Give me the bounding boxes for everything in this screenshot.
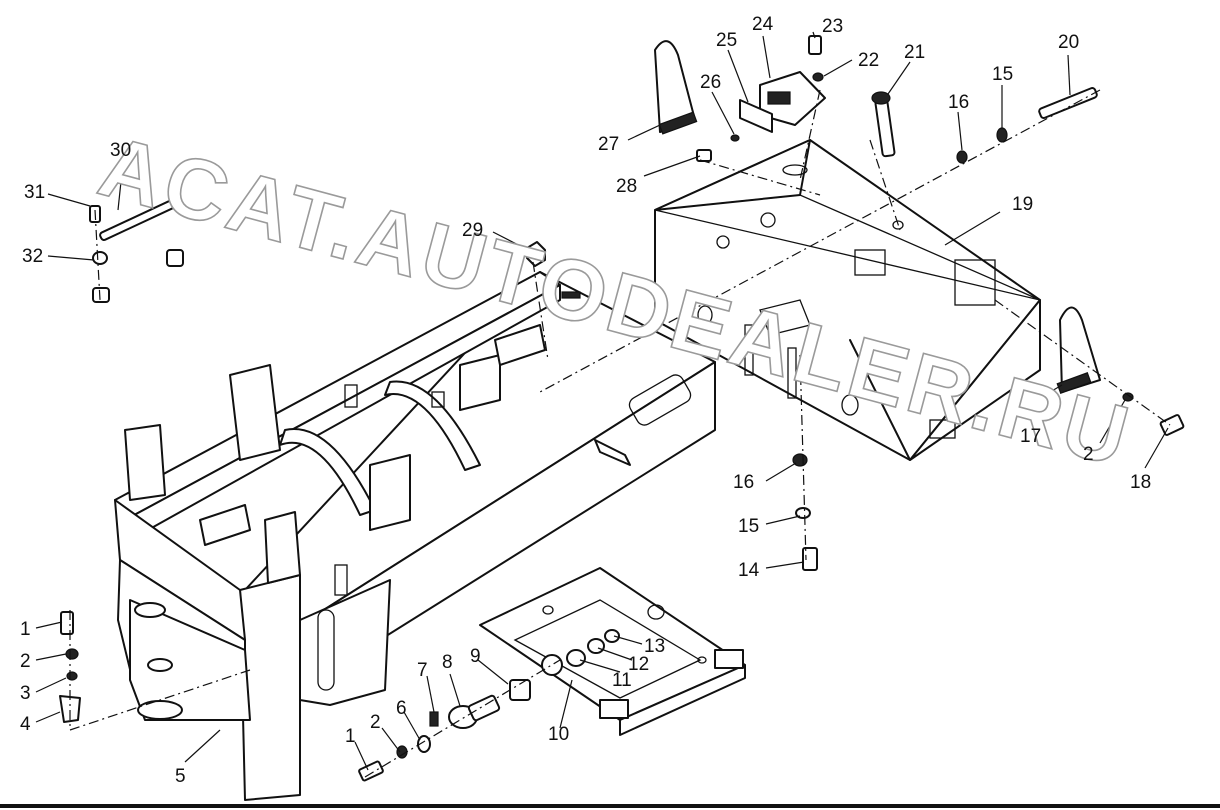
callout-13: 13 — [644, 636, 665, 657]
callout-19: 19 — [1012, 194, 1033, 215]
callout-3: 3 — [20, 683, 31, 704]
callout-28: 28 — [616, 176, 637, 197]
callout-20: 20 — [1058, 32, 1079, 53]
main-frame — [114, 271, 716, 801]
callout-5: 5 — [175, 766, 186, 787]
callout-24: 24 — [752, 14, 774, 35]
callout-labels: 1 2 3 4 5 6 7 8 9 10 11 12 13 14 15 16 1… — [20, 14, 1151, 787]
callout-1-front: 1 — [345, 726, 356, 747]
callout-2-front: 2 — [370, 712, 381, 733]
callout-12: 12 — [628, 654, 649, 675]
callout-31: 31 — [24, 182, 45, 203]
callout-1: 1 — [20, 619, 31, 640]
callout-18: 18 — [1130, 472, 1151, 493]
callout-8: 8 — [442, 652, 453, 673]
callout-17: 17 — [1020, 426, 1041, 447]
callout-16: 16 — [733, 472, 754, 493]
leader-lines — [35, 31, 1169, 771]
callout-14: 14 — [738, 560, 760, 581]
callout-16-top: 16 — [948, 92, 969, 113]
callout-9: 9 — [470, 646, 481, 667]
callout-6: 6 — [396, 698, 407, 719]
callout-7: 7 — [417, 660, 428, 681]
bottom-plate — [479, 567, 746, 736]
callout-15: 15 — [738, 516, 759, 537]
callout-29: 29 — [462, 220, 483, 241]
callout-25: 25 — [716, 30, 737, 51]
callout-22: 22 — [858, 50, 879, 71]
callout-27: 27 — [598, 134, 619, 155]
callout-21: 21 — [904, 42, 925, 63]
callout-26: 26 — [700, 72, 721, 93]
callout-10: 10 — [548, 724, 569, 745]
counterweight-box — [654, 139, 1041, 461]
callout-23: 23 — [822, 16, 843, 37]
callout-30: 30 — [110, 140, 131, 161]
callout-32: 32 — [22, 246, 43, 267]
callout-2: 2 — [20, 651, 31, 672]
callout-2-right: 2 — [1083, 444, 1094, 465]
center-lines — [69, 89, 1171, 778]
callout-11: 11 — [612, 670, 632, 691]
callout-15-top: 15 — [992, 64, 1013, 85]
callout-4: 4 — [20, 714, 31, 735]
